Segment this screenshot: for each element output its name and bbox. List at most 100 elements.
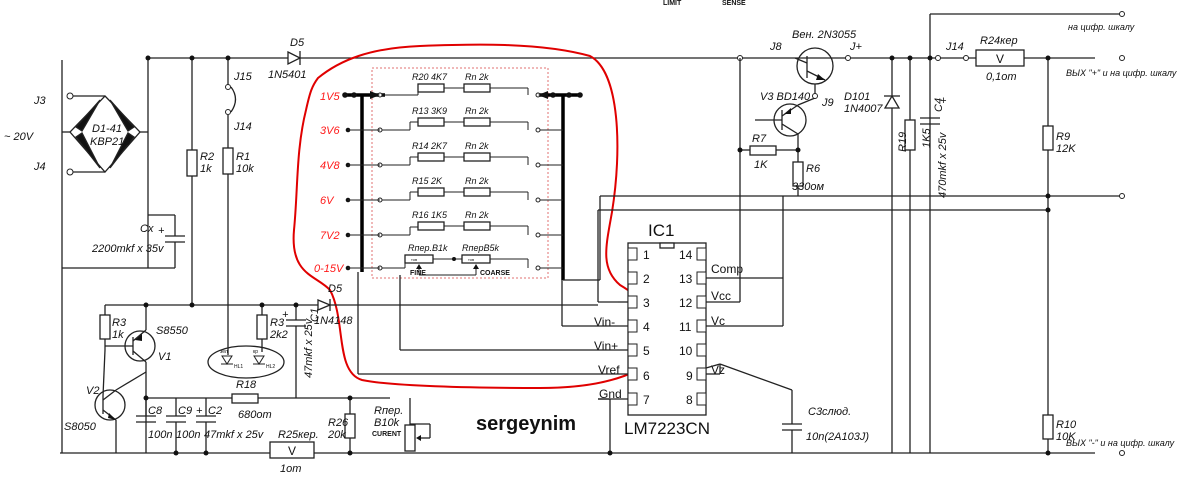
c9-value: 100n [176,429,200,441]
r10-value: 10K [1056,431,1076,443]
input-section: J3 J4 ~ 20V D1-41 KBP210 [4,55,151,268]
j14-left-label: J14 [233,121,252,133]
v3-label: V3 BD140 [760,91,811,103]
c8-value: 100n [148,429,172,441]
r18-value: 680om [238,409,272,421]
j3-label: J3 [33,95,47,107]
r25-value: 1om [280,463,301,475]
c4-name: C4 [933,98,945,112]
range-resistor-right: Rn 2k [465,210,489,220]
cx-plus: + [158,225,165,237]
range-voltage: 4V8 [320,160,340,172]
ic-pin: 6 [643,369,650,383]
v2-part: S8050 [64,421,97,433]
range-resistor-left: R13 3K9 [412,106,447,116]
resistors-r1-r2: R2 1k J15 J14 R1 10k [186,55,254,355]
output-section: на цифр. шкалу D101 1N4007 R19 1K5 C4 47… [844,11,1177,456]
range-row [377,83,541,98]
led-left-label: зел [220,349,228,355]
v1-part: S8550 [156,325,189,337]
r3-mid-value: 2k2 [269,329,288,341]
bottom-left-section: R3 1k V1 S8550 V2 S8050 [64,283,431,475]
r19-value: 1K5 [921,128,933,148]
v2-label: V2 [86,385,99,397]
c2-name: C2 [208,405,222,417]
c2-value: 47mkf x 25v [204,429,265,441]
d101-name: D101 [844,91,870,103]
r6-name: R6 [806,163,821,175]
ic-label-vin-minus: Vin- [594,315,615,329]
led-right-label: кр [253,349,258,355]
ic-pin: 7 [643,393,650,407]
c1-plus: + [282,309,289,321]
r24-name: R24кер [980,35,1018,47]
ic-pin: 10 [679,344,693,358]
ic-pin: 8 [686,393,693,407]
j9-label: J9 [821,97,834,109]
c3-value: 10n(2A103J) [806,431,869,443]
ic-pin: 12 [679,296,693,310]
cx-name: Cx [140,223,154,235]
ic-label-vc: Vc [711,314,725,328]
range-resistor-left: R20 4K7 [412,72,448,82]
r10-name: R10 [1056,419,1077,431]
d101-part: 1N4007 [844,103,883,115]
bridge-part: KBP210 [90,136,131,148]
fine-pot-name: Rпер.B1k [408,243,448,253]
range-row [377,117,541,133]
range-resistor-right: Rn 2k [465,72,489,82]
ic-name: IC1 [648,221,674,240]
coarse-label: COARSE [480,270,510,277]
c2-plus: + [196,405,203,417]
j14-label: J14 [945,41,964,53]
range-voltage: 0-15V [314,263,345,275]
range-resistor-left: R14 2K7 [412,141,448,151]
output-minus-label: ВЫХ "-" и на цифр. шкалу [1066,438,1175,448]
r2-name: R2 [200,151,214,163]
r9-value: 12K [1056,143,1076,155]
ic-pin: 3 [643,296,650,310]
r26-value: 20k [327,429,346,441]
r24-meter: V [996,52,1004,66]
ic-label-vin-plus: Vin+ [594,339,618,353]
d5-top-part: 1N5401 [268,69,307,81]
diode-d5-top: D5 1N5401 [268,37,307,81]
v1-label: V1 [158,351,171,363]
range-voltage: 1V5 [320,91,340,103]
ic-pin: 4 [643,320,650,334]
r1-name: R1 [236,151,250,163]
svg-text:тов: тов [411,257,417,262]
range-resistor-left: R16 1K5 [412,210,448,220]
header-sense: SENSE [722,0,746,7]
r26-name: R26 [328,417,349,429]
rails [60,57,1095,454]
r18-name: R18 [236,379,257,391]
range-row-pots: тов тов [377,254,541,276]
range-row [377,221,541,238]
r24-value: 0,1om [986,71,1017,83]
rpot-value: B10k [374,417,400,429]
c1-value: 47mkf x 25v [303,317,315,378]
r25-meter: V [288,444,296,458]
d5-mid-name: D5 [328,283,343,295]
r7-name: R7 [752,133,767,145]
ic-label-vcc: Vcc [711,289,731,303]
ic-pin: 1 [643,248,650,262]
d5-mid-part: 1N4148 [314,315,353,327]
coarse-pot-name: RперB5k [462,243,499,253]
fine-label: FINE [410,270,426,277]
svg-text:тов: тов [468,257,474,262]
capacitor-c3: C3слюд. 10n(2A103J) [719,363,869,453]
transistor-v3: V3 BD140 J9 [755,91,834,162]
c1-name: C1 [309,308,321,322]
c3-name: C3слюд. [808,406,851,418]
r25-name: R25кер. [278,429,319,441]
ic-label-gnd: Gnd [599,387,622,401]
ic-pin: 13 [679,272,693,286]
ic-pin: 14 [679,248,693,262]
range-row [377,187,541,203]
ic-part: LM7223CN [624,419,710,438]
ic-label-vref: Vref [598,363,620,377]
r19-name: R19 [897,132,909,152]
